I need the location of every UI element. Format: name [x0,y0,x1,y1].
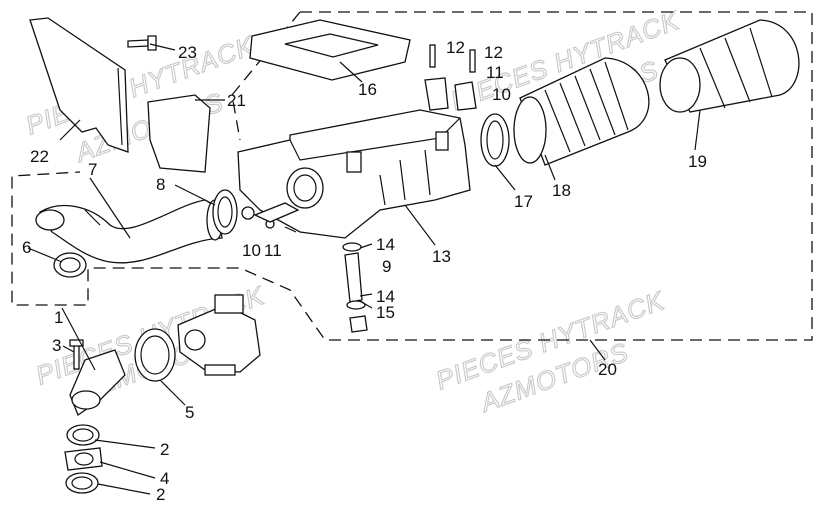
callout-13: 13 [432,247,451,266]
callout-16: 16 [358,80,377,99]
part-18-air-filter [513,57,650,166]
part-1-intake-manifold [69,349,126,416]
part-3-bolt [69,339,84,370]
assembly-20-boundary [11,11,813,341]
callout-12: 12 [446,38,465,57]
callout-labels: 1 2 2 3 4 5 6 7 8 9 10 10 11 11 12 12 13… [22,38,707,504]
carburetor [177,294,261,376]
callout-19: 19 [688,152,707,171]
part-8-clamp [212,189,238,235]
callout-18: 18 [552,181,571,200]
callout-15: 15 [376,303,395,322]
part-22-heat-shield [29,17,129,153]
gaskets [64,424,103,494]
callout-10: 10 [242,241,261,260]
part-21-cover [147,94,211,173]
part-5-clamp [134,328,176,382]
callout-11: 11 [486,63,504,82]
part-9-drain-tube [342,242,368,333]
callout-2: 2 [156,485,165,504]
part-17-clamp [480,113,510,167]
callout-20: 20 [598,360,617,379]
callout-12: 12 [484,43,503,62]
callout-4: 4 [160,469,169,488]
callout-21: 21 [227,91,246,110]
part-23-bolt [127,35,157,51]
callout-10: 10 [492,85,511,104]
callout-17: 17 [514,192,533,211]
callout-23: 23 [178,43,197,62]
part-19-pre-filter [659,19,800,113]
hardware-set-left [241,202,300,233]
callout-22: 22 [30,147,49,166]
callout-3: 3 [52,336,61,355]
callout-14: 14 [376,235,395,254]
callout-2: 2 [160,440,169,459]
callout-1: 1 [54,308,63,327]
callout-7: 7 [88,160,97,179]
callout-6: 6 [22,238,31,257]
leader-lines [27,43,701,495]
callout-14: 14 [376,287,395,306]
hardware-set-top [424,44,477,111]
callout-9: 9 [382,257,391,276]
part-16-filter-cover [249,19,411,81]
callout-11: 11 [264,241,282,260]
callout-5: 5 [185,403,194,422]
part-6-clamp [53,252,87,278]
callout-8: 8 [156,175,165,194]
part-13-air-box [237,109,471,239]
